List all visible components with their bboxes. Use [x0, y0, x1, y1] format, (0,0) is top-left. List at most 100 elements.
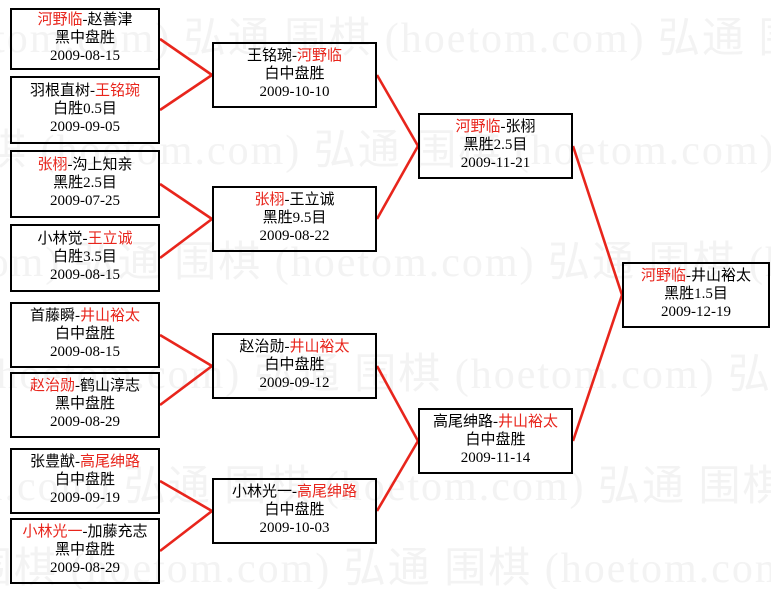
match-players: 小林光一-高尾绅路: [232, 484, 357, 502]
player-winner: 小林光一: [22, 524, 83, 541]
player-loser: 王铭琬: [246, 48, 292, 65]
bracket-connector: [159, 73, 213, 112]
player-winner: 河野临: [297, 48, 343, 65]
player-winner: 河野临: [37, 12, 83, 29]
match-players: 赵治勋-井山裕太: [239, 339, 349, 357]
bracket-connector: [571, 145, 624, 296]
match-date: 2009-08-15: [50, 266, 120, 283]
player-separator: -: [75, 378, 80, 395]
bracket-connector: [159, 509, 213, 553]
player-winner: 井山裕太: [289, 339, 350, 356]
match-players: 小林觉-王立诚: [37, 231, 132, 249]
match-players: 河野临-赵善津: [37, 12, 132, 30]
player-loser: 鹤山淳志: [80, 378, 141, 395]
match-date: 2009-08-29: [50, 559, 120, 576]
player-loser: 羽根直树: [29, 83, 90, 100]
player-separator: -: [75, 308, 80, 325]
player-separator: -: [292, 48, 297, 65]
match-date: 2009-08-22: [259, 227, 330, 244]
player-separator: -: [292, 484, 297, 501]
match-result: 黑中盘胜: [54, 396, 115, 413]
player-loser: 高尾绅路: [432, 414, 493, 431]
bracket-connector: [159, 479, 213, 513]
player-winner: 张栩: [254, 192, 285, 209]
match-date: 2009-08-15: [50, 47, 120, 64]
player-loser: 井山裕太: [691, 268, 752, 285]
player-separator: -: [82, 524, 88, 541]
player-winner: 河野临: [455, 119, 501, 136]
match-result: 黑中盘胜: [54, 30, 115, 47]
match-result: 白中盘胜: [465, 432, 526, 449]
match-players: 河野临-张栩: [455, 119, 535, 137]
match-date: 2009-11-21: [460, 154, 531, 171]
match-date: 2009-08-15: [50, 343, 120, 360]
player-winner: 高尾绅路: [297, 484, 358, 501]
bracket-connector: [375, 440, 420, 512]
player-winner: 王立诚: [87, 231, 133, 248]
match-result: 黑中盘胜: [54, 542, 115, 559]
match-date: 2009-11-14: [460, 449, 531, 466]
bracket-connector: [159, 333, 213, 368]
player-separator: -: [90, 83, 95, 100]
match-players: 张豊猷-高尾绅路: [30, 454, 140, 472]
player-loser: 赵治勋: [239, 339, 285, 356]
player-separator: -: [82, 231, 88, 248]
player-loser: 张栩: [505, 119, 536, 136]
match-players: 张栩-王立诚: [254, 192, 334, 210]
match-date: 2009-07-25: [50, 192, 120, 209]
player-winner: 王铭琬: [95, 83, 141, 100]
player-loser: 沟上知亲: [72, 157, 133, 174]
match-players: 小林光一-加藤充志: [22, 524, 147, 542]
player-winner: 井山裕太: [80, 308, 141, 325]
bracket-connector: [159, 182, 213, 221]
match-players: 河野临-井山裕太: [641, 268, 751, 286]
player-loser: 小林光一: [231, 484, 292, 501]
bracket-connector: [375, 365, 420, 442]
match-result: 白中盘胜: [264, 357, 325, 374]
bracket-connector: [159, 217, 213, 260]
match-result: 白中盘胜: [264, 502, 325, 519]
match-result: 黑胜2.5目: [463, 137, 528, 154]
match-result: 黑胜1.5目: [664, 286, 728, 303]
match-result: 白胜0.5目: [53, 101, 117, 118]
player-loser: 王立诚: [289, 192, 335, 209]
bracket-connector: [375, 145, 420, 220]
match-result: 白中盘胜: [264, 66, 325, 83]
match-players: 张栩-沟上知亲: [37, 157, 132, 175]
match-date: 2009-08-29: [50, 413, 120, 430]
match-players: 首藤瞬-井山裕太: [30, 308, 140, 326]
player-winner: 井山裕太: [498, 414, 559, 431]
match-result: 白中盘胜: [54, 326, 115, 343]
player-loser: 加藤充志: [87, 524, 148, 541]
player-separator: -: [493, 414, 498, 431]
player-winner: 河野临: [640, 268, 686, 285]
match-result: 黑胜9.5目: [262, 210, 327, 227]
player-loser: 张豊猷: [29, 454, 75, 471]
bracket-connector: [571, 294, 624, 442]
player-loser: 小林觉: [37, 231, 83, 248]
match-players: 高尾绅路-井山裕太: [433, 414, 558, 432]
player-separator: -: [500, 119, 506, 136]
player-separator: -: [67, 157, 73, 174]
match-date: 2009-09-05: [50, 118, 120, 135]
player-winner: 张栩: [37, 157, 68, 174]
player-separator: -: [284, 192, 290, 209]
player-loser: 首藤瞬: [29, 308, 75, 325]
player-separator: -: [284, 339, 290, 356]
